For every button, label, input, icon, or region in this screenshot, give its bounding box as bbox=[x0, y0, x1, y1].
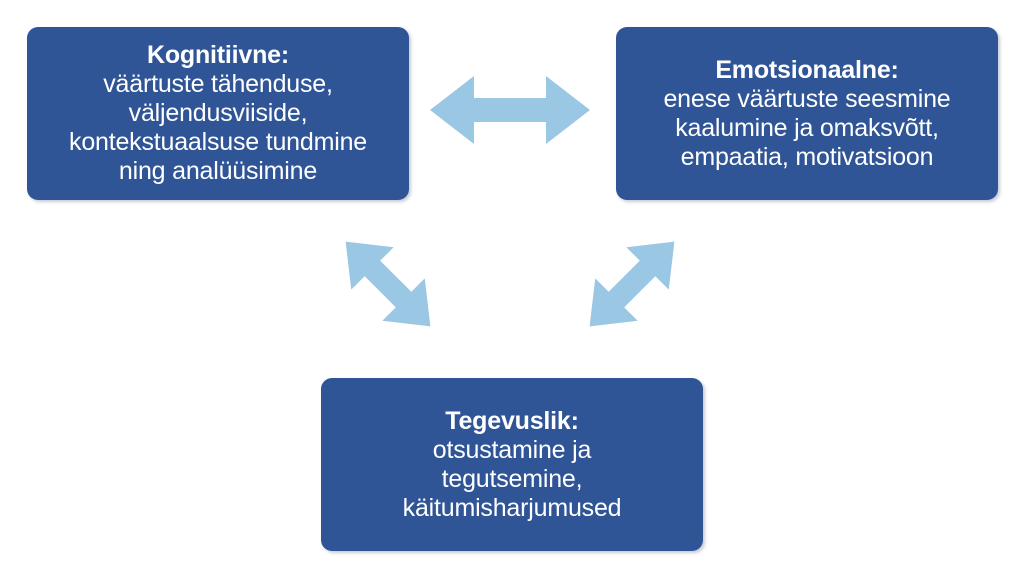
node-cognitive-desc-line-2: väljendusviiside, bbox=[128, 99, 308, 127]
node-emotional-desc-line-1: enese väärtuste seesmine bbox=[663, 84, 951, 113]
node-cognitive-description: väärtuste tähenduse, väljendusviiside, k… bbox=[69, 70, 367, 186]
node-emotional-description: enese väärtuste seesmine kaalumine ja om… bbox=[663, 85, 950, 172]
double-arrow-horizontal-icon bbox=[430, 72, 590, 148]
node-action[interactable]: Tegevuslik: otsustamine ja tegutsemine, … bbox=[321, 378, 703, 551]
double-arrow-diagonal-up-right-icon bbox=[570, 222, 694, 346]
node-emotional-desc-line-2: kaalumine ja omaksvõtt, bbox=[675, 113, 939, 142]
double-arrow-diagonal-down-right-icon bbox=[326, 222, 450, 346]
node-emotional-desc-line-3: empaatia, motivatsioon bbox=[680, 142, 934, 171]
node-action-desc-line-1: otsustamine ja bbox=[432, 435, 592, 464]
node-emotional[interactable]: Emotsionaalne: enese väärtuste seesmine … bbox=[616, 27, 998, 200]
node-action-desc-line-3: käitumisharjumused bbox=[402, 493, 622, 522]
node-cognitive-desc-line-1: väärtuste tähenduse, bbox=[103, 70, 333, 98]
node-emotional-title: Emotsionaalne: bbox=[715, 55, 899, 84]
node-action-desc-line-2: tegutsemine, bbox=[441, 464, 583, 493]
node-action-description: otsustamine ja tegutsemine, käitumisharj… bbox=[403, 436, 622, 523]
node-cognitive-desc-line-4: ning analüüsimine bbox=[118, 157, 318, 185]
node-cognitive[interactable]: Kognitiivne: väärtuste tähenduse, väljen… bbox=[27, 27, 409, 200]
node-cognitive-title: Kognitiivne: bbox=[146, 41, 290, 69]
node-action-title: Tegevuslik: bbox=[445, 406, 579, 435]
node-cognitive-desc-line-3: kontekstuaalsuse tundmine bbox=[69, 128, 367, 156]
